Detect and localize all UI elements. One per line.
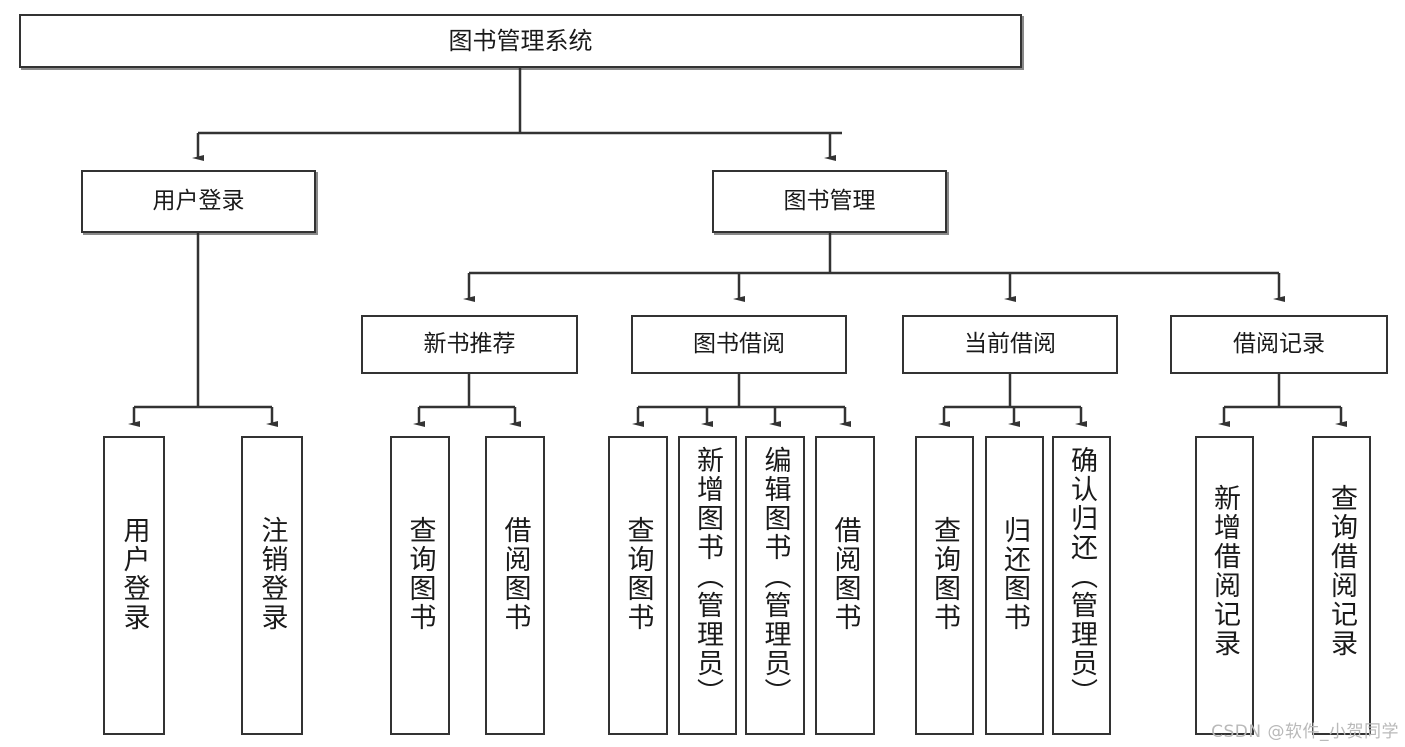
node-label: 注销登录 bbox=[256, 516, 288, 632]
node-label: 归还图书 bbox=[999, 516, 1030, 632]
node-label: 借阅记录 bbox=[1233, 330, 1325, 357]
node-label: 借阅图书 bbox=[829, 516, 861, 632]
node-label: 新书推荐 bbox=[423, 330, 516, 357]
watermark-text: CSDN @软件_小贺同学 bbox=[1211, 722, 1399, 742]
node-label: 编辑图书（管理员） bbox=[759, 446, 791, 707]
leaf-query-book-3[interactable]: 查询图书 bbox=[915, 436, 974, 735]
leaf-query-borrow-record[interactable]: 查询借阅记录 bbox=[1312, 436, 1371, 735]
node-label: 图书管理 bbox=[783, 187, 876, 214]
node-new-book-recommend[interactable]: 新书推荐 bbox=[361, 315, 578, 374]
node-label: 新增借阅记录 bbox=[1209, 484, 1240, 658]
node-label: 用户登录 bbox=[118, 516, 150, 632]
leaf-query-book-2[interactable]: 查询图书 bbox=[608, 436, 668, 735]
node-label: 查询图书 bbox=[929, 516, 960, 632]
node-label: 用户登录 bbox=[152, 187, 245, 214]
node-book-borrow[interactable]: 图书借阅 bbox=[631, 315, 847, 374]
node-borrow-record[interactable]: 借阅记录 bbox=[1170, 315, 1388, 374]
leaf-borrow-book-2[interactable]: 借阅图书 bbox=[815, 436, 875, 735]
node-label: 当前借阅 bbox=[964, 330, 1056, 357]
node-current-borrow[interactable]: 当前借阅 bbox=[902, 315, 1118, 374]
node-label: 新增图书（管理员） bbox=[692, 446, 723, 707]
leaf-add-book-admin[interactable]: 新增图书（管理员） bbox=[678, 436, 737, 735]
leaf-user-login[interactable]: 用户登录 bbox=[103, 436, 165, 735]
leaf-edit-book-admin[interactable]: 编辑图书（管理员） bbox=[745, 436, 805, 735]
node-label: 确认归还（管理员） bbox=[1066, 446, 1097, 707]
node-book-management[interactable]: 图书管理 bbox=[712, 170, 947, 233]
node-label: 查询图书 bbox=[622, 516, 654, 632]
node-label: 查询图书 bbox=[404, 516, 436, 632]
node-label: 借阅图书 bbox=[499, 516, 531, 632]
leaf-return-book[interactable]: 归还图书 bbox=[985, 436, 1044, 735]
node-root-book-management-system[interactable]: 图书管理系统 bbox=[19, 14, 1022, 68]
leaf-add-borrow-record[interactable]: 新增借阅记录 bbox=[1195, 436, 1254, 735]
leaf-query-book-1[interactable]: 查询图书 bbox=[390, 436, 450, 735]
node-user-login[interactable]: 用户登录 bbox=[81, 170, 316, 233]
leaf-confirm-return-admin[interactable]: 确认归还（管理员） bbox=[1052, 436, 1111, 735]
node-label: 图书管理系统 bbox=[448, 26, 593, 55]
leaf-logout[interactable]: 注销登录 bbox=[241, 436, 303, 735]
leaf-borrow-book-1[interactable]: 借阅图书 bbox=[485, 436, 545, 735]
node-label: 图书借阅 bbox=[693, 330, 785, 357]
node-label: 查询借阅记录 bbox=[1326, 484, 1357, 658]
